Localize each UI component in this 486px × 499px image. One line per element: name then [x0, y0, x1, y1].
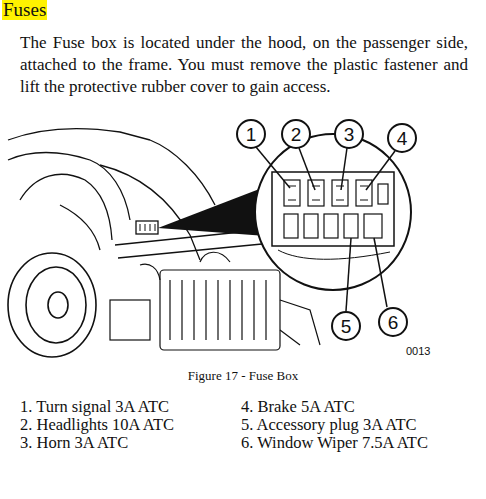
zoom-wedge — [158, 188, 266, 236]
leader-line — [374, 238, 387, 307]
fuse-row — [284, 180, 388, 238]
rim — [26, 267, 86, 343]
callout-number: 6 — [388, 313, 399, 332]
callout-circle: 4 — [387, 123, 417, 153]
fuse — [284, 214, 298, 238]
figure-caption: Figure 17 - Fuse Box — [0, 368, 486, 384]
callout-number: 5 — [341, 317, 352, 336]
hood-edge — [8, 129, 150, 140]
fuse-list-item: 4. Brake 5A ATC — [241, 398, 481, 416]
body-paragraph: The Fuse box is located under the hood, … — [20, 32, 468, 98]
fuse — [378, 184, 388, 204]
frame-rail — [118, 244, 262, 258]
leader-lines — [256, 147, 395, 311]
callout-number: 3 — [344, 125, 355, 144]
hose — [60, 205, 100, 250]
fuse-list-item: 6. Window Wiper 7.5A ATC — [241, 434, 481, 452]
figure-code: 0013 — [406, 345, 466, 358]
zoom-view — [255, 134, 411, 290]
fuse — [332, 180, 348, 206]
callout-circle: 5 — [331, 311, 361, 341]
fuse-box-housing — [272, 172, 394, 246]
zoom-circle — [255, 134, 411, 290]
fuse-list-item: 5. Accessory plug 3A ATC — [241, 416, 481, 434]
callout-circle: 3 — [334, 119, 364, 149]
vehicle-body — [8, 129, 262, 260]
callout-number: 1 — [246, 125, 257, 144]
callout-circle: 1 — [236, 119, 266, 149]
tire — [8, 253, 96, 357]
leader-line — [256, 147, 290, 188]
fuse — [356, 180, 372, 206]
fuse — [364, 214, 382, 238]
fuse-list-item: 1. Turn signal 3A ATC — [20, 398, 235, 416]
small-fuse-box — [136, 188, 266, 236]
wire — [278, 250, 390, 259]
fender-line — [20, 174, 112, 240]
fuse-list-item: 2. Headlights 10A ATC — [20, 416, 235, 434]
section-heading: Fuses — [2, 0, 47, 20]
callout-number: 4 — [397, 129, 408, 148]
cable — [200, 252, 230, 262]
fuse — [304, 214, 318, 238]
fuse — [344, 214, 358, 238]
frame-rail — [100, 165, 200, 260]
leader-line — [341, 148, 347, 190]
bracket — [280, 300, 320, 345]
leader-line — [299, 148, 315, 190]
hose — [140, 264, 160, 280]
fuse — [308, 180, 324, 206]
wheel — [8, 253, 96, 357]
leader-line — [366, 151, 395, 190]
fuse — [324, 214, 338, 238]
fuse-list-item: 3. Horn 3A ATC — [20, 434, 235, 452]
fuse-box-housing — [136, 221, 158, 234]
leader-line — [346, 238, 351, 311]
battery — [110, 300, 150, 340]
fuse-slots — [140, 224, 155, 231]
callout-circle: 6 — [378, 307, 408, 337]
cooling-fins — [170, 280, 266, 340]
callout-circle: 2 — [281, 119, 311, 149]
engine-block — [160, 270, 280, 350]
callout-number: 2 — [291, 125, 302, 144]
fuse-terminals — [288, 186, 368, 200]
hood-edge — [150, 140, 215, 205]
hub — [48, 292, 68, 318]
